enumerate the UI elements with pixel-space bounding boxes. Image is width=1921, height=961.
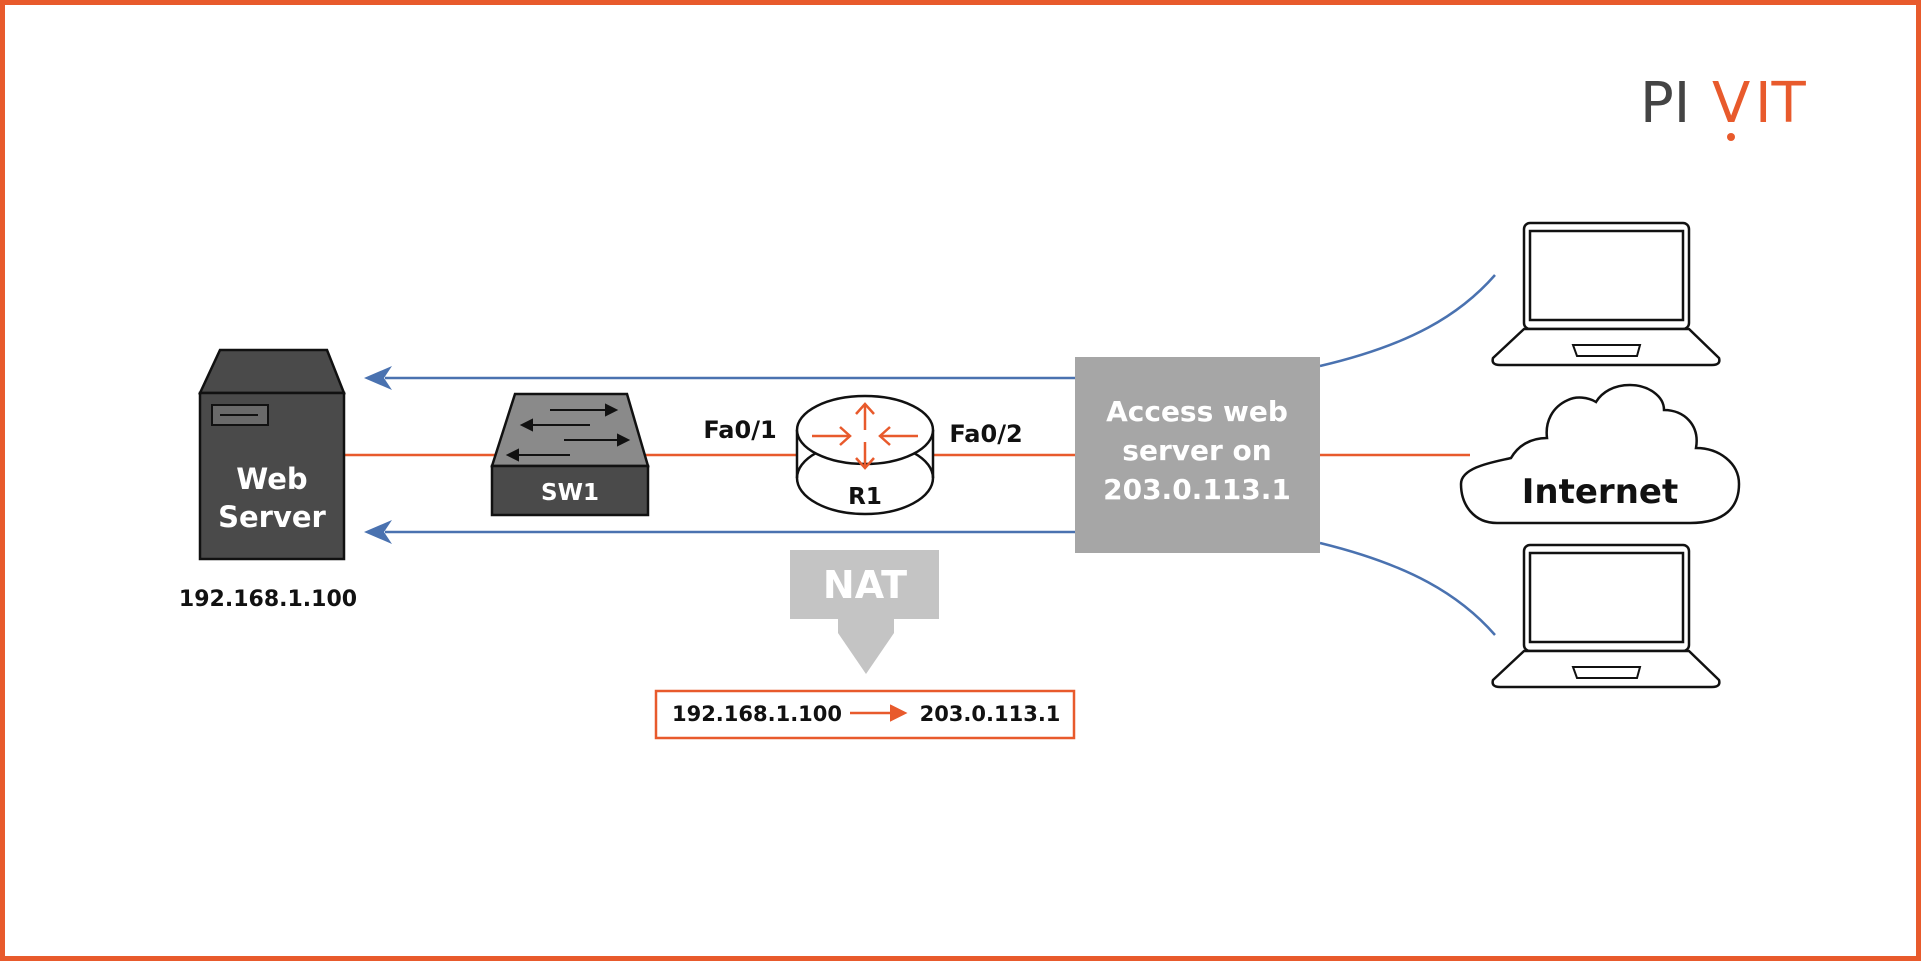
logo-text-mid: V	[1712, 71, 1750, 136]
flow-arrowhead-bottom	[364, 520, 392, 544]
logo-text-left: PI	[1640, 71, 1690, 136]
nat-to-ip: 203.0.113.1	[920, 702, 1061, 726]
access-line3: 203.0.113.1	[1103, 473, 1291, 506]
laptop-icon	[1491, 221, 1721, 367]
traffic-flow	[385, 274, 1496, 636]
pivit-logo: PI V IT	[1640, 71, 1807, 141]
router-label: R1	[848, 484, 882, 510]
flow-curve-bottom	[1319, 541, 1496, 636]
flow-curve-top	[1319, 274, 1496, 368]
router-port-left: Fa0/1	[703, 416, 776, 444]
nat-label: NAT	[823, 563, 907, 607]
server-label-line2: Server	[218, 500, 326, 534]
server-ip: 192.168.1.100	[179, 587, 357, 612]
nat-icon	[790, 550, 939, 674]
access-line2: server on	[1122, 434, 1271, 467]
server-label-line1: Web	[236, 462, 307, 496]
switch-label: SW1	[541, 480, 599, 506]
laptop-icon	[1491, 543, 1721, 689]
router-port-right: Fa0/2	[949, 420, 1022, 448]
web-server-icon	[198, 348, 346, 561]
logo-text-right: IT	[1755, 71, 1807, 136]
access-line1: Access web	[1106, 395, 1288, 428]
router-icon	[795, 394, 935, 516]
nat-from-ip: 192.168.1.100	[672, 702, 842, 726]
internet-label: Internet	[1522, 472, 1678, 512]
switch-icon	[490, 392, 650, 517]
logo-dot	[1727, 133, 1735, 141]
nat-translation-box	[654, 689, 1076, 740]
access-box	[1075, 357, 1320, 553]
flow-arrowhead-top	[364, 366, 392, 390]
internet-cloud-icon	[1459, 383, 1741, 525]
